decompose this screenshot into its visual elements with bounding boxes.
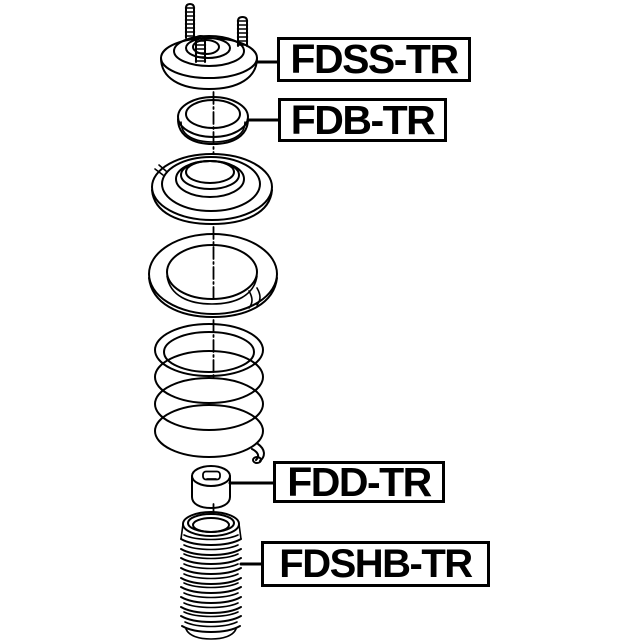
- spring-rubber-ring-drawing: [148, 233, 278, 319]
- bearing-drawing: [177, 96, 249, 146]
- part-label-fdss-text: FDSS-TR: [290, 36, 459, 82]
- coil-spring-drawing: [154, 323, 265, 464]
- part-label-fdshb-text: FDSHB-TR: [279, 542, 473, 586]
- part-label-fdshb: FDSHB-TR: [261, 541, 490, 587]
- shock-boot-drawing: [180, 511, 242, 640]
- mount-stud-right: [236, 15, 249, 47]
- part-label-fdb: FDB-TR: [278, 98, 447, 142]
- part-label-fdd: FDD-TR: [273, 461, 445, 503]
- part-label-fdd-text: FDD-TR: [287, 458, 432, 505]
- mount-stud-left: [184, 2, 196, 39]
- strut-mount-drawing: [160, 2, 258, 91]
- spring-seat-drawing: [151, 153, 273, 226]
- bump-stop-drawing: [191, 465, 231, 510]
- part-label-fdb-text: FDB-TR: [290, 96, 436, 143]
- part-label-fdss: FDSS-TR: [277, 37, 471, 82]
